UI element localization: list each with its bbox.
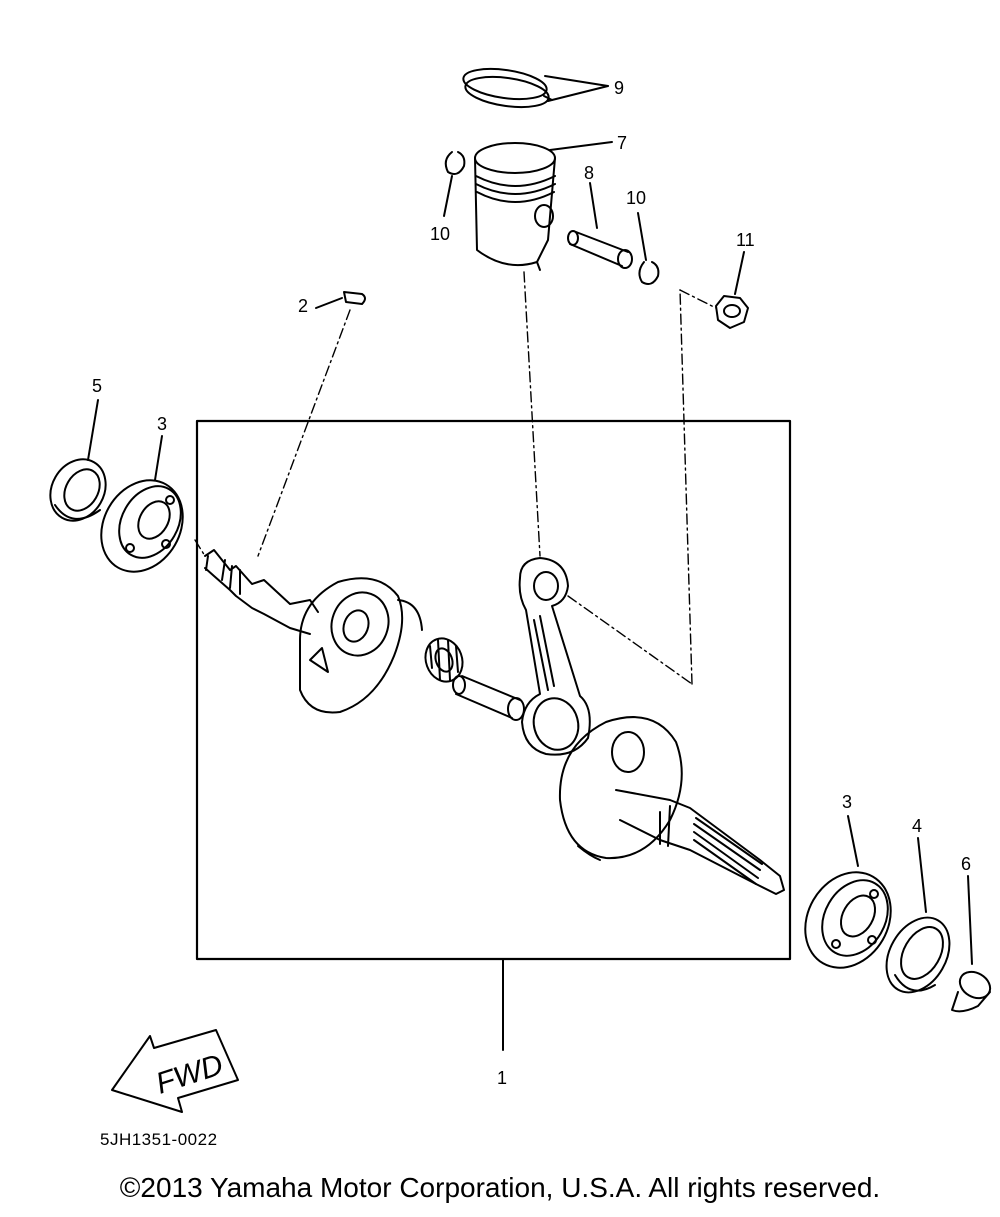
leader-4 <box>917 837 927 913</box>
bearing-left <box>100 479 184 573</box>
leader-3b <box>847 815 859 867</box>
nut <box>715 295 749 329</box>
leader-2 <box>315 297 343 309</box>
connecting-rod <box>518 557 591 756</box>
leader-10b <box>637 212 647 261</box>
callout-1: 1 <box>497 1068 507 1088</box>
oil-seal-left <box>49 458 107 522</box>
callout-3a: 3 <box>157 414 167 434</box>
piston-rings <box>462 67 553 109</box>
leader-5 <box>87 399 99 461</box>
alignment-lines <box>194 271 717 685</box>
copyright-notice: ©2013 Yamaha Motor Corporation, U.S.A. A… <box>119 1172 881 1203</box>
piston-pin <box>567 230 633 269</box>
callout-11: 11 <box>736 230 755 250</box>
oil-seal-right <box>885 916 951 994</box>
circlip-left <box>444 151 466 175</box>
callout-3b: 3 <box>842 792 852 812</box>
leader-10a <box>443 175 453 217</box>
callout-8: 8 <box>584 163 594 183</box>
callout-5: 5 <box>92 376 102 396</box>
callout-6: 6 <box>961 854 971 874</box>
leader-9b <box>547 85 609 102</box>
callout-10a: 10 <box>430 224 450 244</box>
callout-4: 4 <box>912 816 922 836</box>
leader-6 <box>967 875 973 965</box>
leader-9a <box>544 75 609 87</box>
fwd-label: FWD <box>152 1048 227 1100</box>
leader-3a <box>154 435 163 481</box>
callout-7: 7 <box>617 133 627 153</box>
woodruff-key <box>343 291 366 305</box>
leader-8 <box>589 182 598 229</box>
forward-arrow-icon <box>111 1029 239 1113</box>
crankshaft-left-half <box>204 549 423 714</box>
crankshaft-assembly-box <box>195 419 792 961</box>
leader-7 <box>549 141 613 151</box>
collar <box>951 970 992 1013</box>
drawing-code: 5JH1351-0022 <box>100 1130 218 1149</box>
piston <box>474 142 556 271</box>
callout-9: 9 <box>614 78 624 98</box>
crank-pin <box>452 675 525 721</box>
leader-11 <box>734 251 745 295</box>
callout-2: 2 <box>298 296 308 316</box>
callout-10b: 10 <box>626 188 646 208</box>
circlip-right <box>638 261 660 285</box>
needle-bearing <box>424 637 464 683</box>
bearing-right <box>804 871 892 969</box>
crankshaft-right-half <box>558 716 785 895</box>
